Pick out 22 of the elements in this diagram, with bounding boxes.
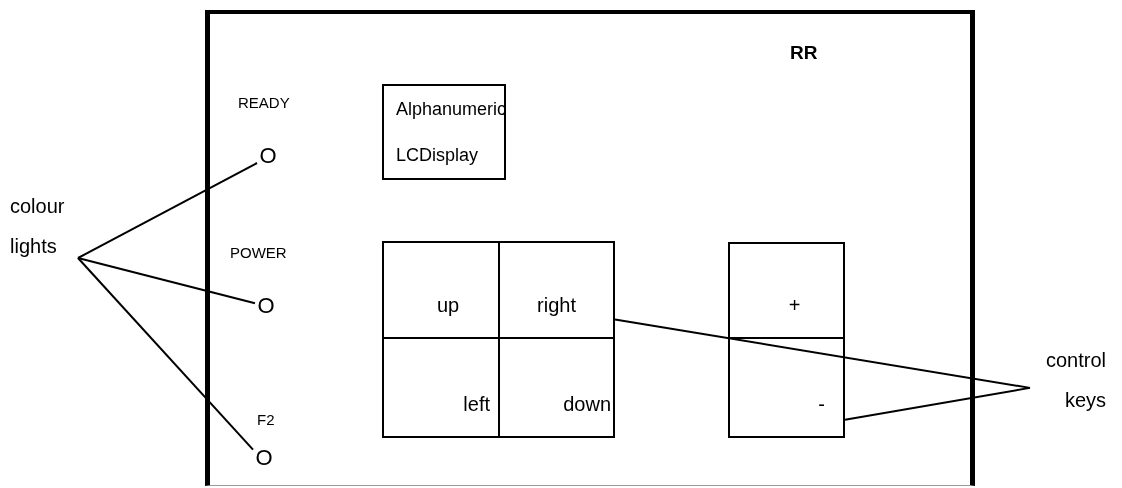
key: down	[498, 337, 615, 438]
key: -	[728, 337, 845, 438]
leader-line	[614, 318, 1031, 389]
device-panel	[205, 10, 975, 486]
leader-line	[77, 162, 258, 259]
light-label: F2	[257, 411, 275, 428]
panel-heading: RR	[790, 42, 818, 64]
callout-text: colour lights	[10, 186, 78, 266]
light-label: READY	[238, 94, 290, 111]
callout-text: control keys	[1030, 340, 1106, 416]
key: +	[728, 242, 845, 339]
key: up	[382, 241, 500, 339]
indicator-light: O	[253, 444, 275, 472]
leader-line	[77, 257, 256, 305]
display-box: Alphanumeric LCDisplay	[382, 84, 506, 180]
indicator-light: O	[255, 292, 277, 320]
leader-line	[844, 386, 1031, 421]
light-label: POWER	[230, 244, 287, 261]
key: right	[498, 241, 615, 339]
indicator-light: O	[257, 142, 279, 170]
leader-line	[77, 257, 254, 451]
key: left	[382, 337, 500, 438]
